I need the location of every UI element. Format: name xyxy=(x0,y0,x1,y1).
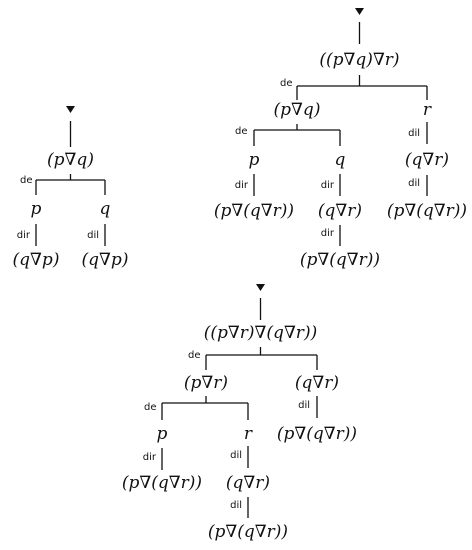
branch-rule-label: de xyxy=(20,175,33,186)
step-rule-label: dir xyxy=(235,180,249,191)
tree-0: (p∇q) de p q dir dil (q∇p) (q∇p) xyxy=(13,106,129,270)
step-rule-label: dil xyxy=(408,128,420,139)
branch-rule-label: de xyxy=(144,402,157,413)
branch-rule-label: de xyxy=(235,126,248,137)
tree-1-r-leaf-formula: (p∇(q∇r)) xyxy=(387,201,467,221)
step-rule-label: dil xyxy=(298,400,310,411)
tree-2: ((p∇r)∇(q∇r)) de (p∇r) (q∇r) de p r dil … xyxy=(122,284,357,542)
tree-2-node-pr: (p∇r) xyxy=(184,373,228,393)
tree-2-node-qr: (q∇r) xyxy=(295,373,339,393)
step-rule-label: dil xyxy=(230,450,242,461)
tree-0-node-q: q xyxy=(100,199,111,219)
tree-2-r-leaf-formula: (p∇(q∇r)) xyxy=(208,522,288,542)
tree-2-root-formula: ((p∇r)∇(q∇r)) xyxy=(204,323,317,343)
root-arrow-icon xyxy=(355,8,364,15)
tree-1-node-p: p xyxy=(249,150,260,170)
branch-rule-label: de xyxy=(280,78,293,89)
root-arrow-icon xyxy=(66,106,75,113)
tree-2-node-p: p xyxy=(157,424,168,444)
tree-0-leaf-formula: (q∇p) xyxy=(82,250,129,270)
tree-0-leaf-formula: (q∇p) xyxy=(13,250,60,270)
step-rule-label: dil xyxy=(408,178,420,189)
tree-0-root-formula: (p∇q) xyxy=(47,150,94,170)
step-rule-label: dir xyxy=(17,230,31,241)
branch-rule-label: de xyxy=(188,350,201,361)
tree-1-node-q: q xyxy=(335,150,346,170)
tree-1: ((p∇q)∇r) de (p∇q) r de p q dil (q∇r) di… xyxy=(214,8,467,270)
tree-1-q-leaf-formula: (p∇(q∇r)) xyxy=(300,250,380,270)
step-rule-label: dir xyxy=(321,228,335,239)
tree-2-node-r: r xyxy=(244,424,253,444)
tree-1-node-r: r xyxy=(423,100,432,120)
tree-1-q-step-formula: (q∇r) xyxy=(318,201,362,221)
step-rule-label: dir xyxy=(321,180,335,191)
tree-1-node-pq: (p∇q) xyxy=(274,100,321,120)
tree-0-node-p: p xyxy=(31,199,42,219)
step-rule-label: dil xyxy=(87,230,99,241)
tree-1-r-step-formula: (q∇r) xyxy=(405,150,449,170)
tree-1-root-formula: ((p∇q)∇r) xyxy=(319,50,399,70)
tree-2-r-step-formula: (q∇r) xyxy=(226,473,270,493)
tree-2-qr-leaf-formula: (p∇(q∇r)) xyxy=(277,424,357,444)
step-rule-label: dir xyxy=(143,452,157,463)
tree-1-p-leaf-formula: (p∇(q∇r)) xyxy=(214,201,294,221)
root-arrow-icon xyxy=(256,284,265,291)
step-rule-label: dil xyxy=(230,500,242,511)
tree-2-p-leaf-formula: (p∇(q∇r)) xyxy=(122,473,202,493)
